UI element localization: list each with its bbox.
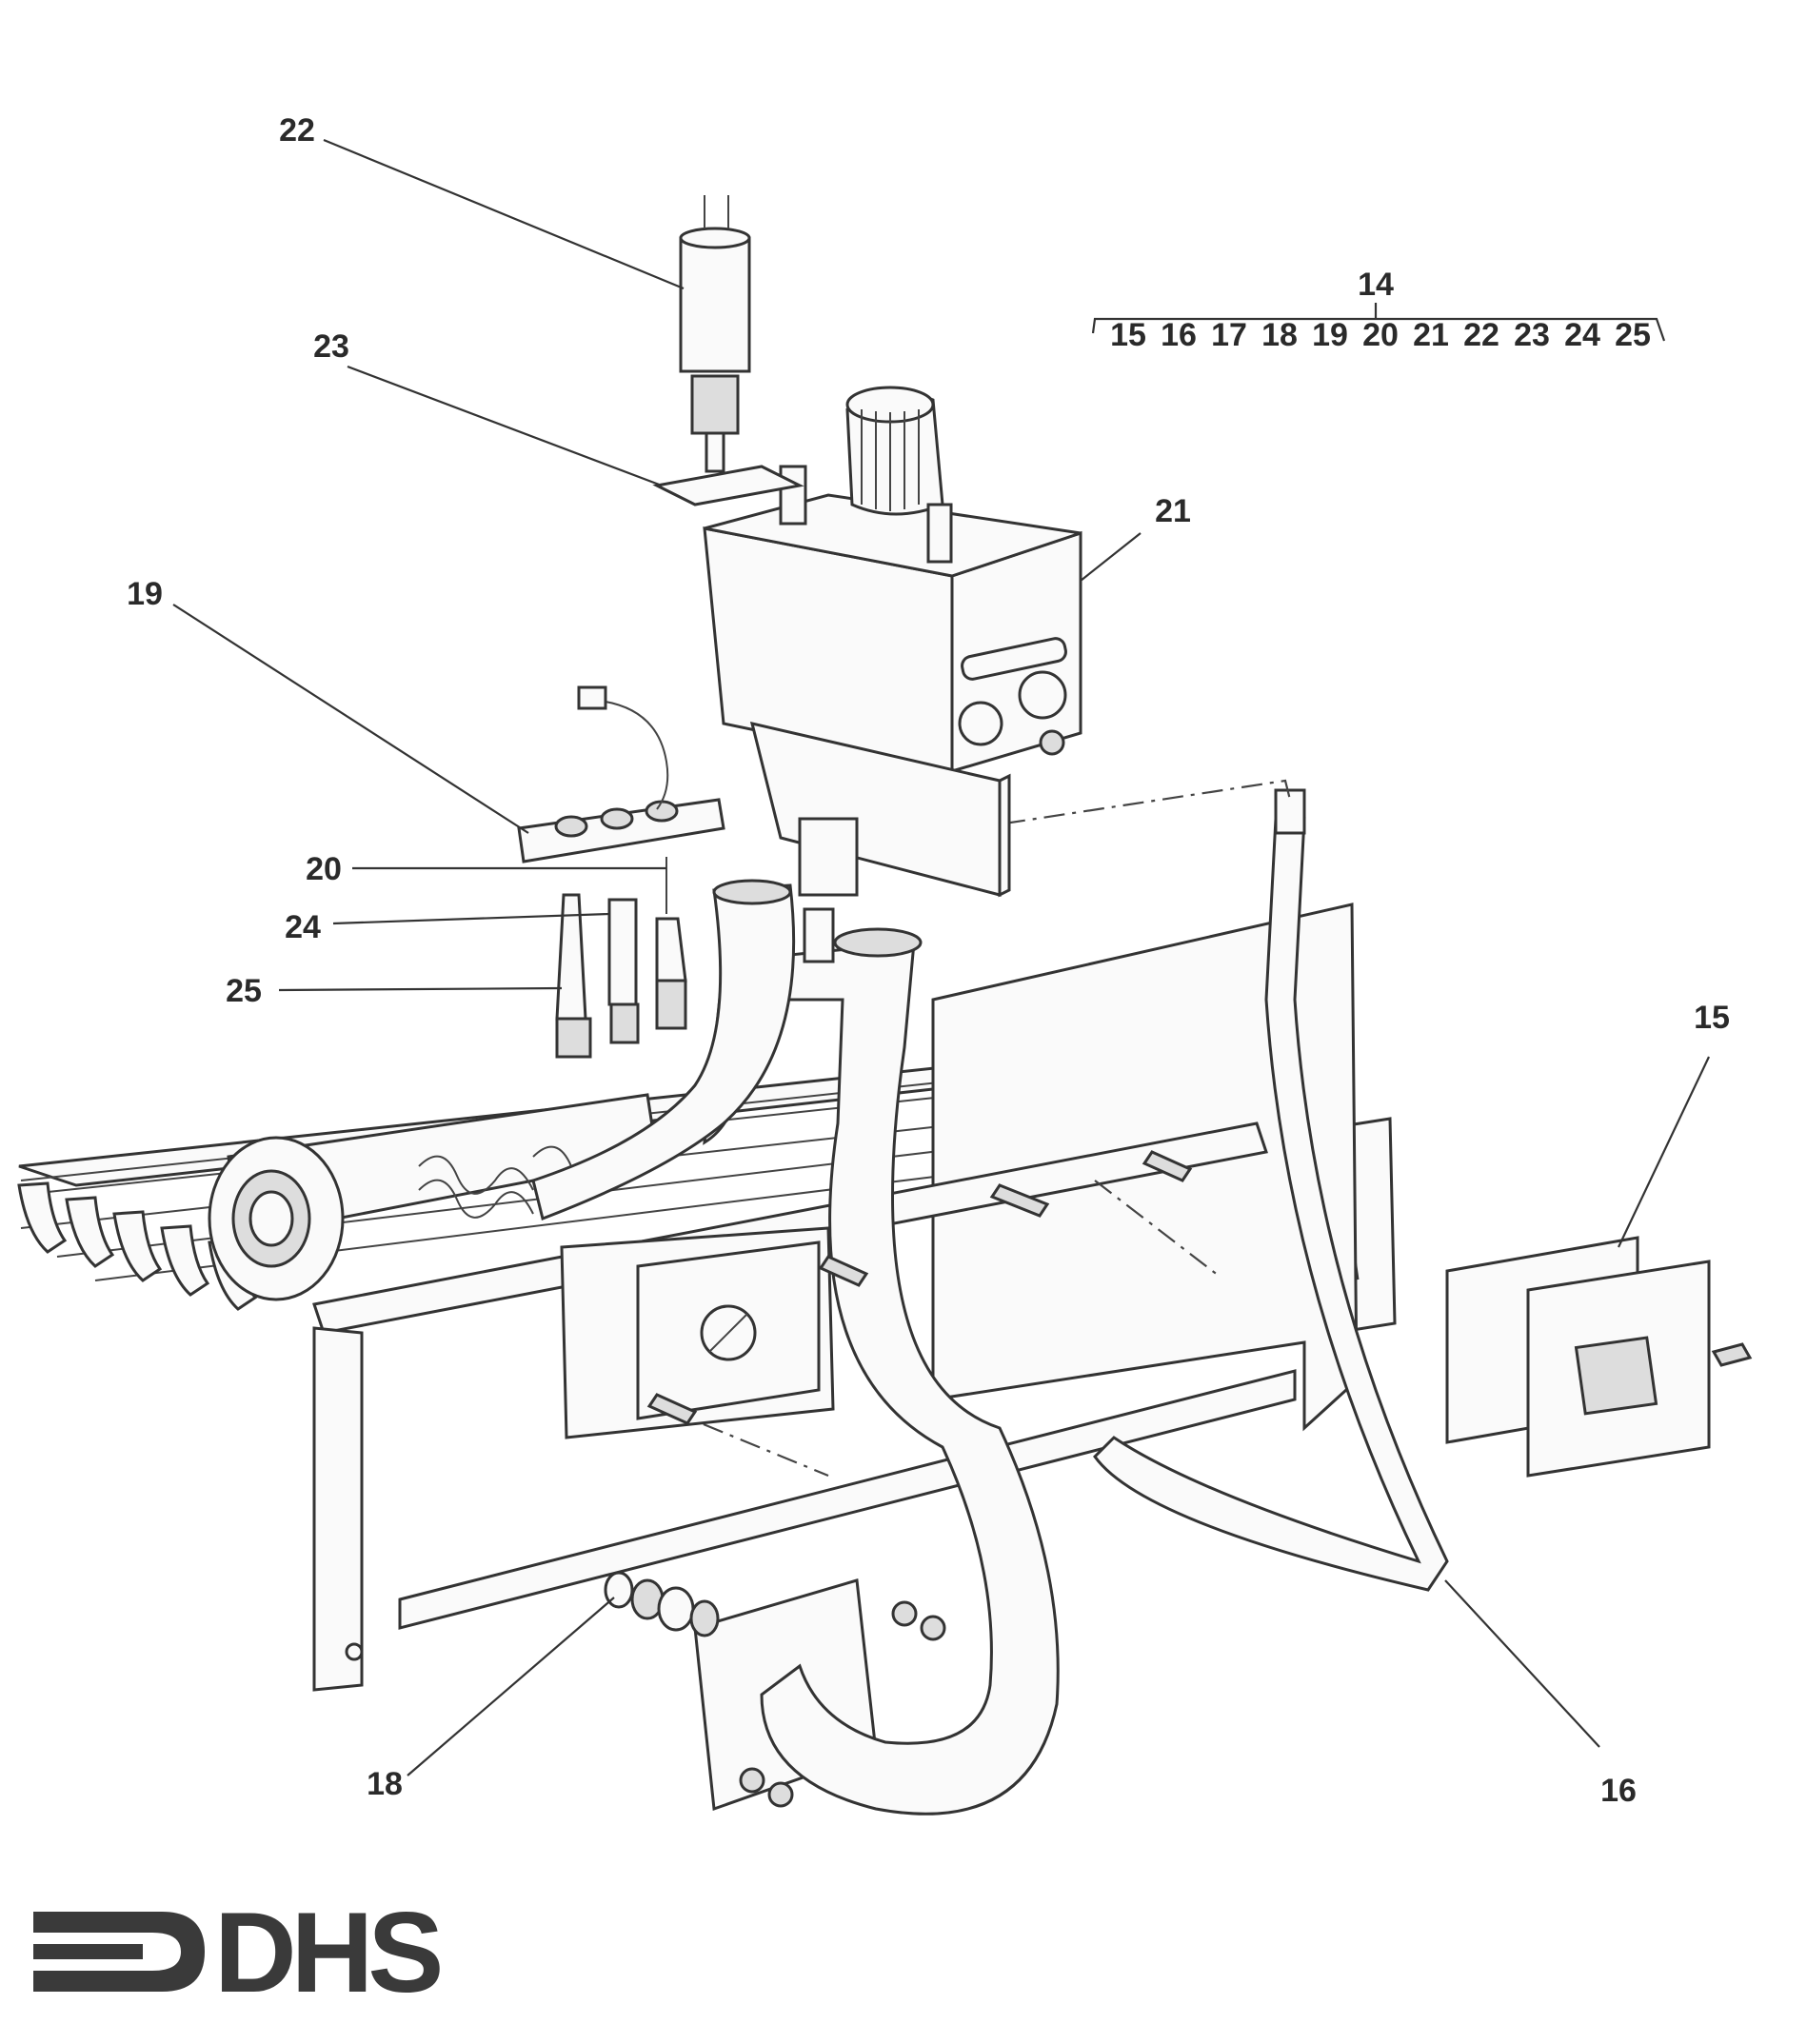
dhs-logo: DHS — [33, 1889, 446, 2016]
leader-lines — [172, 138, 1710, 1776]
callout-19: 19 — [127, 576, 163, 612]
assembly-component-22: 22 — [1463, 317, 1499, 353]
callout-25: 25 — [226, 973, 262, 1009]
callout-15: 15 — [1694, 1000, 1730, 1036]
callout-22: 22 — [279, 112, 315, 149]
callout-18: 18 — [367, 1766, 403, 1802]
assembly-component-18: 18 — [1261, 317, 1298, 353]
frame-and-pipes-drawing — [312, 779, 1753, 1816]
assembly-component-19: 19 — [1312, 317, 1348, 353]
assembly-component-24: 24 — [1564, 317, 1600, 353]
gas-tap-drawing — [604, 1571, 720, 1637]
callout-24: 24 — [285, 909, 321, 945]
callout-23: 23 — [313, 328, 349, 365]
gas-valve-drawing — [652, 195, 1082, 963]
assembly-number: 14 — [1358, 267, 1394, 303]
assembly-component-15: 15 — [1110, 317, 1146, 353]
logo-text: DHS — [214, 1889, 440, 2016]
callout-16: 16 — [1600, 1773, 1637, 1809]
callout-labels: 22 23 21 19 20 24 25 15 18 16 — [127, 112, 1730, 1809]
pilot-assembly-drawing — [517, 685, 725, 1059]
assembly-component-23: 23 — [1514, 317, 1550, 353]
callout-20: 20 — [306, 851, 342, 887]
assembly-component-16: 16 — [1161, 317, 1197, 353]
callout-21: 21 — [1155, 493, 1191, 529]
assembly-component-21: 21 — [1413, 317, 1449, 353]
assembly-components-list: 15 16 17 18 19 20 21 22 23 24 25 — [1110, 317, 1651, 353]
assembly-group-header: 14 15 16 17 18 19 20 21 22 23 24 25 — [1091, 267, 1666, 353]
assembly-component-20: 20 — [1362, 317, 1399, 353]
assembly-component-17: 17 — [1211, 317, 1247, 353]
assembly-component-25: 25 — [1615, 317, 1651, 353]
